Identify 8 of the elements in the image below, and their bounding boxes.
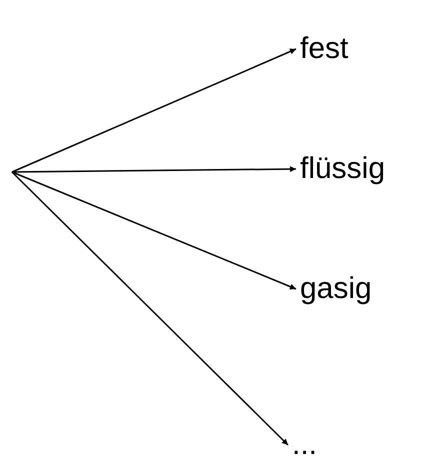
state-label: fest [300,32,348,66]
arrow [12,171,296,290]
state-label: ... [292,428,318,462]
state-label: flüssig [300,152,386,186]
arrow [11,171,289,446]
arrow [12,48,296,173]
state-label: gasig [300,272,372,306]
arrow [12,166,296,173]
